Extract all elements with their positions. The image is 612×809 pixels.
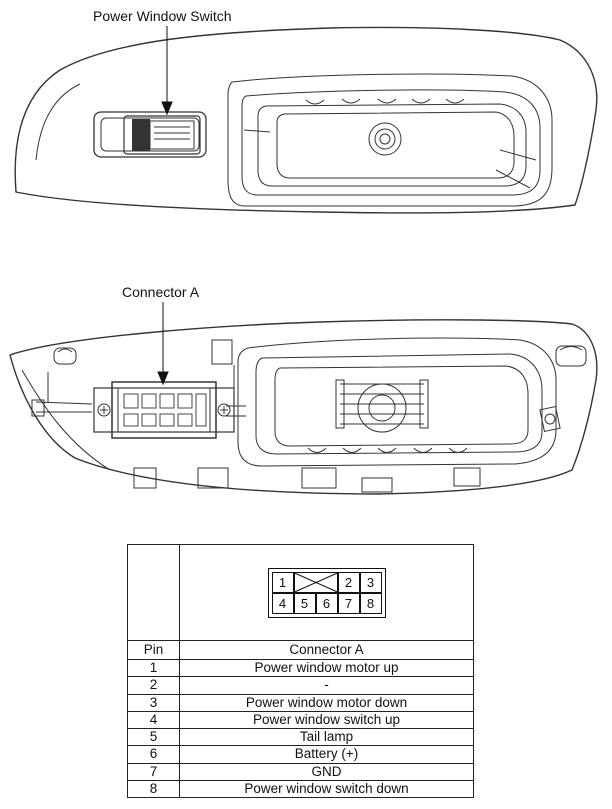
pin-number: 3: [127, 693, 180, 712]
face-pin-4: 4: [271, 592, 294, 614]
pin-description: GND: [179, 762, 474, 781]
connector-callout-leader: [157, 302, 169, 386]
header-connector-a: Connector A: [179, 640, 474, 660]
face-pin-8: 8: [359, 592, 382, 614]
face-pin-1: 1: [271, 571, 294, 593]
armrest-panel-top-view: [14, 26, 598, 214]
armrest-panel-bottom-view: [9, 319, 598, 495]
pin-description: Power window motor up: [179, 658, 474, 678]
pin-description: Battery (+): [179, 745, 474, 764]
face-pin-5: 5: [293, 592, 316, 614]
table-row: 2-: [127, 676, 474, 695]
face-pin-2: 2: [337, 571, 360, 593]
connector-face-cell: 1 2 3 4 5 6 7 8: [179, 544, 474, 641]
connector-callout-label: Connector A: [122, 284, 200, 300]
connector-face: 1 2 3 4 5 6 7 8: [267, 567, 386, 618]
face-pin-6: 6: [315, 592, 338, 614]
header-pin: Pin: [127, 640, 180, 660]
face-blank-pin: [293, 571, 338, 593]
pin-number: 8: [127, 779, 180, 799]
face-pin-3: 3: [359, 571, 382, 593]
pin-number: 1: [127, 658, 180, 678]
pin-number: 2: [127, 676, 180, 695]
pin-description: Power window switch down: [179, 779, 474, 799]
face-pin-7: 7: [337, 592, 360, 614]
switch-callout-leader: [161, 26, 173, 116]
pin-number: 7: [127, 762, 180, 781]
pin-description: Power window motor down: [179, 693, 474, 712]
pin-number: 4: [127, 710, 180, 730]
pin-number: 5: [127, 727, 180, 747]
pin-number: 6: [127, 745, 180, 764]
pin-description: Power window switch up: [179, 710, 474, 730]
pin-description: -: [179, 676, 474, 695]
connector-face-blank-cell: [127, 544, 180, 641]
switch-callout-label: Power Window Switch: [93, 8, 232, 24]
pin-description: Tail lamp: [179, 727, 474, 747]
